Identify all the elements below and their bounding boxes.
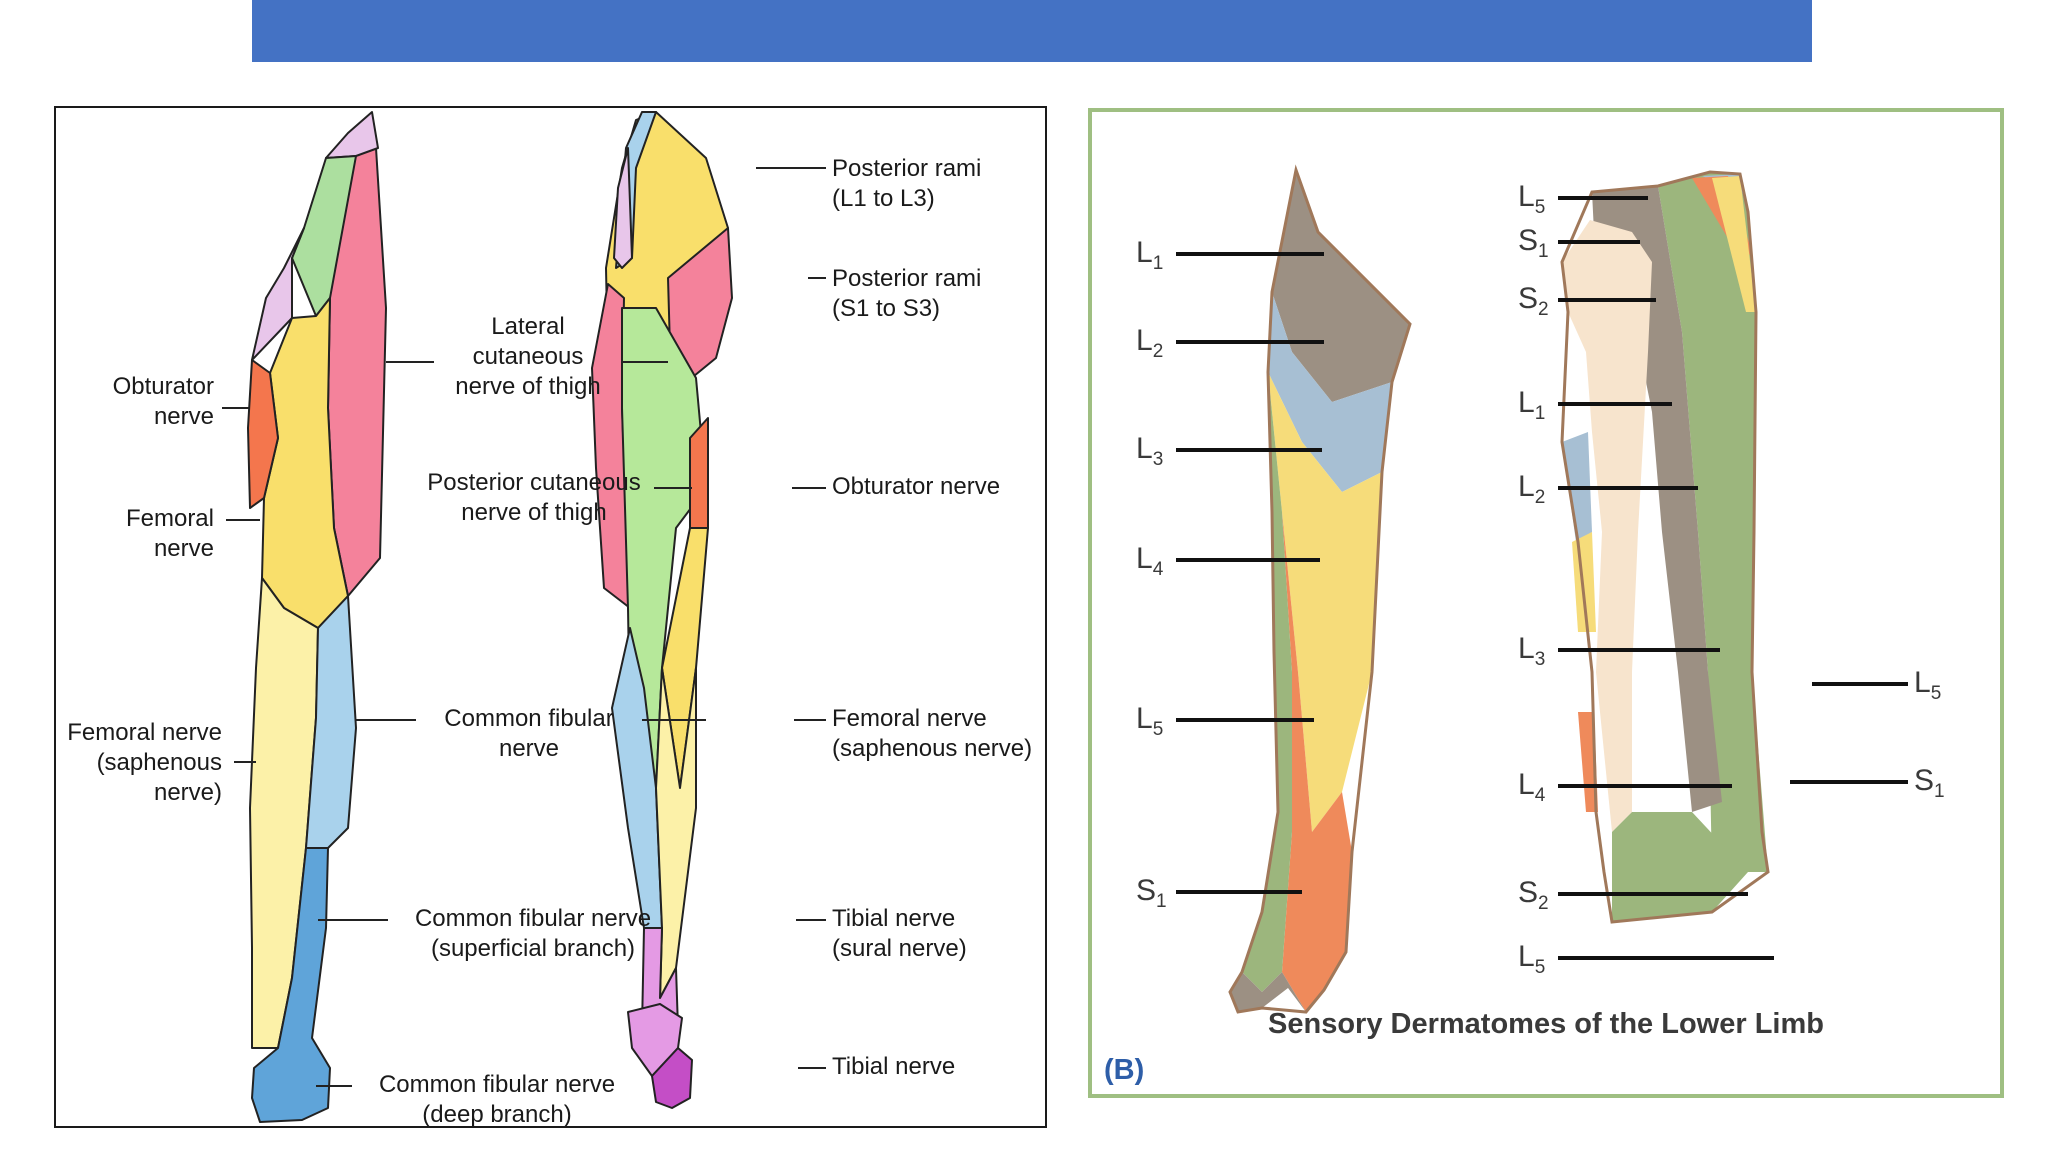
posterior-orange-patch [689,417,709,529]
label-tibial-nerve: Tibial nerve [832,1053,956,1080]
dermatome-diagram: L1 L2 L3 L4 L5 S1 L5 S1 S2 L1 L2 L3 L4 S… [1088,108,2004,1098]
label-tibial-sural: Tibial nerve (sural nerve) [832,905,967,962]
label-femoral-saphenous-left: Femoral nerve (saphenous nerve) [67,719,222,806]
seg-right-outer-l5: L5 [1914,666,1942,704]
seg-right-l3: L3 [1518,632,1546,670]
anterior-orange-strip [247,359,279,509]
anterior-top-lavender [325,111,379,159]
right-leg-cream [1562,220,1652,832]
left-leg-gray-foot [1230,972,1306,1012]
label-posterior-rami-l1-l3: Posterior rami (L1 to L3) [832,155,982,212]
anterior-light-blue-leg [305,595,357,849]
seg-right-s1-top: S1 [1518,224,1549,262]
seg-left-l2: L2 [1136,324,1164,362]
seg-right-l5-bottom: L5 [1518,940,1546,978]
peripheral-nerve-diagram: Obturator nerve Femoral nerve Femoral ne… [54,106,1047,1128]
right-leg-yellow [1712,176,1756,312]
seg-right-s2-top: S2 [1518,282,1549,320]
anterior-blue-foot [251,847,331,1123]
seg-left-l3: L3 [1136,432,1164,470]
panel-b-tag: (B) [1104,1054,1145,1086]
posterior-lavender-top [613,147,633,269]
seg-left-l5: L5 [1136,702,1164,740]
right-leg-gray [1592,186,1722,812]
seg-left-l4: L4 [1136,542,1164,580]
label-femoral-saphenous-right: Femoral nerve (saphenous nerve) [832,705,1033,762]
label-femoral-nerve: Femoral nerve [125,505,214,562]
right-leg-yellow-knee [1572,532,1596,632]
dermatome-caption: Sensory Dermatomes of the Lower Limb [1268,1008,1824,1040]
label-posterior-rami-s1-s3: Posterior rami (S1 to S3) [832,265,982,322]
right-leg-green [1658,172,1768,872]
seg-right-l4: L4 [1518,768,1546,806]
seg-left-l1: L1 [1136,236,1164,274]
seg-right-outer-s1: S1 [1914,764,1945,802]
label-obturator-nerve: Obturator nerve [112,373,214,430]
label-posterior-cutaneous: Posterior cutaneous nerve of thigh [427,469,641,526]
left-leg-green [1242,372,1292,992]
label-obturator-nerve-right: Obturator nerve [832,473,1001,500]
slide-title-bar [252,0,1812,62]
label-deep-branch: Common fibular nerve (deep branch) [378,1071,616,1128]
right-leg-outline [1560,170,1770,924]
label-superficial-branch: Common fibular nerve (superficial branch… [414,905,652,962]
seg-right-s2-bottom: S2 [1518,876,1549,914]
seg-right-l1: L1 [1518,386,1546,424]
label-common-fibular: Common fibular nerve [444,705,614,762]
label-lateral-cutaneous: Lateral cutaneous nerve of thigh [455,313,601,400]
posterior-purple-heel [651,1047,693,1109]
left-leg-orange [1282,512,1352,1012]
seg-right-l5-top: L5 [1518,180,1546,218]
peripheral-nerve-figure [222,111,826,1123]
left-leg-yellow [1268,372,1382,832]
seg-right-l2: L2 [1518,470,1546,508]
left-leg-blue [1268,292,1392,492]
dermatome-figure [1176,164,1908,1014]
seg-left-s1: S1 [1136,874,1167,912]
